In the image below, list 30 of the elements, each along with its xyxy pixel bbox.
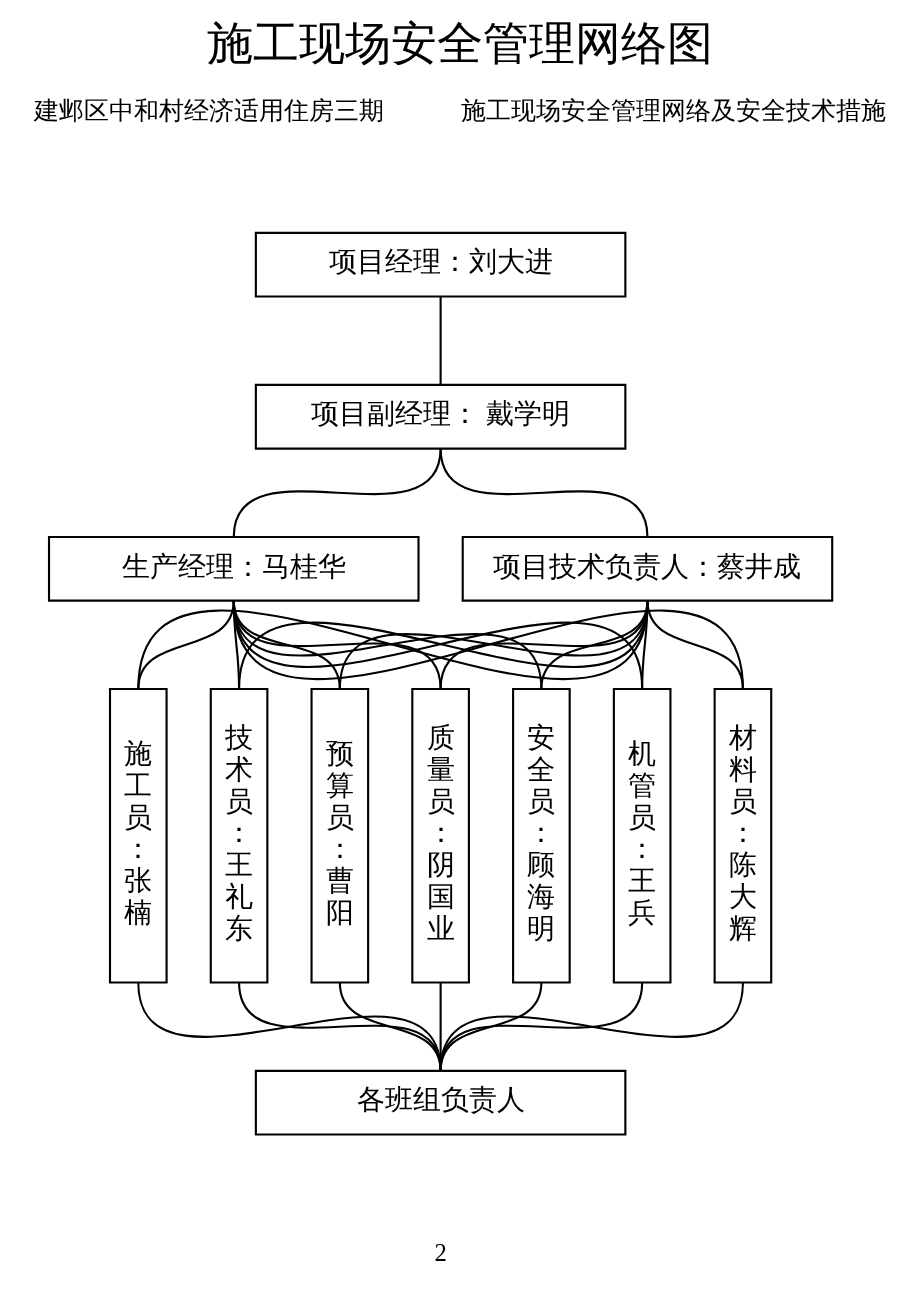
connector [338,982,442,1072]
connector [439,448,648,538]
node-box: 项目经理：刘大进 [254,231,626,298]
node-box: 项目技术负责人：蔡井成 [461,535,833,602]
connector [232,448,442,538]
node-box: 技术员：王礼东 [209,687,268,984]
connector [439,296,442,385]
connector [439,982,744,1072]
diagram-title: 施工现场安全管理网络图 [207,18,713,70]
node-box: 生产经理：马桂华 [47,535,420,602]
connector [539,600,648,690]
node-box: 项目副经理： 戴学明 [254,383,626,450]
connector [338,600,648,690]
label: 2 [433,1239,447,1267]
connector [640,600,648,690]
connector [232,600,744,690]
connector [237,982,442,1072]
connector [645,600,744,690]
node-box: 材料员：陈大辉 [713,687,772,984]
node-box: 质量员：阴国业 [410,687,470,984]
node-box: 预算员：曹阳 [310,687,369,984]
connector [439,600,648,690]
node-box: 机管员：王兵 [612,687,671,984]
connector [136,982,442,1072]
node-box: 施工员：张楠 [108,687,168,984]
label: 施工现场安全管理网络及安全技术措施 [460,97,886,125]
node-box: 各班组负责人 [254,1069,626,1136]
connector [136,600,648,690]
label: 建邺区中和村经济适用住房三期 [33,97,384,125]
node-box: 安全员：顾海明 [511,687,571,984]
